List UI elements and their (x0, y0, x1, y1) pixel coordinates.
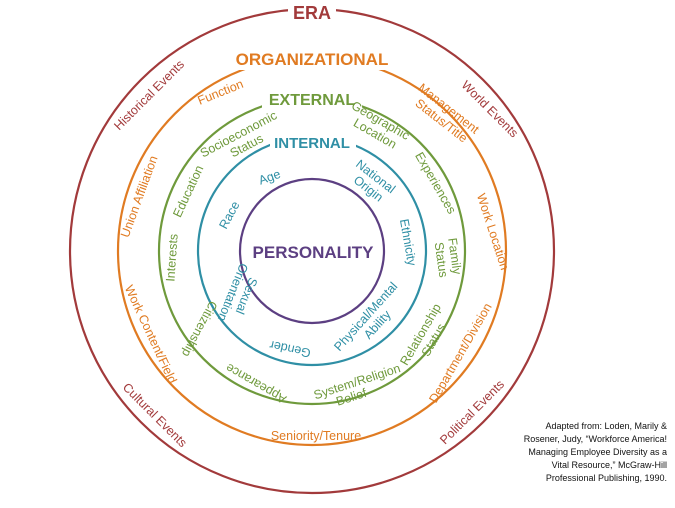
internal-label-age: Age (257, 167, 283, 188)
internal-label-national-origin: National Origin (345, 157, 401, 209)
era-label-historical-events: Historical Events (111, 57, 187, 133)
era-title: ERA (293, 3, 331, 23)
external-label-belief-system-religion: System/Religion Belief (312, 360, 410, 415)
org-label-work-content-field: Work Content/Field (122, 283, 180, 386)
internal-label-ethnicity: Ethnicity (397, 218, 419, 268)
credit-line: Adapted from: Loden, Marily & (545, 421, 667, 431)
credit-line: Vital Resource,” McGraw-Hill (551, 460, 667, 470)
personality-title: PERSONALITY (253, 243, 375, 262)
internal-title: INTERNAL (274, 135, 350, 152)
external-title: EXTERNAL (269, 92, 355, 109)
internal-label-race: Race (216, 199, 242, 231)
credit-line: Managing Employee Diversity as a (528, 447, 667, 457)
external-label-interests: Interests (163, 233, 180, 282)
external-label-family-line1: Family (445, 237, 464, 276)
organizational-title: ORGANIZATIONAL (236, 50, 389, 69)
org-label-seniority-tenure: Seniority/Tenure (271, 429, 361, 443)
credit-line: Rosener, Judy, “Workforce America! (523, 434, 667, 444)
external-label-citizenship: Citizenship (179, 299, 220, 360)
personality-ring (238, 177, 386, 325)
internal-label-gender: Gender (268, 338, 312, 360)
org-label-union-affiliation: Union Affiliation (118, 154, 161, 240)
external-label-appearance: Appearance (223, 361, 288, 407)
internal-label-sexual-orientation: Sexual Orientation (215, 261, 264, 328)
era-label-cultural-events: Cultural Events (120, 380, 190, 450)
source-credit: Adapted from: Loden, Marily & Rosener, J… (487, 420, 667, 485)
credit-line: Professional Publishing, 1990. (545, 473, 667, 483)
external-label-family-status: Family Status (431, 237, 464, 281)
external-label-family-line2: Status (432, 241, 451, 278)
external-label-education: Education (170, 163, 206, 219)
org-label-function: Function (196, 77, 246, 108)
